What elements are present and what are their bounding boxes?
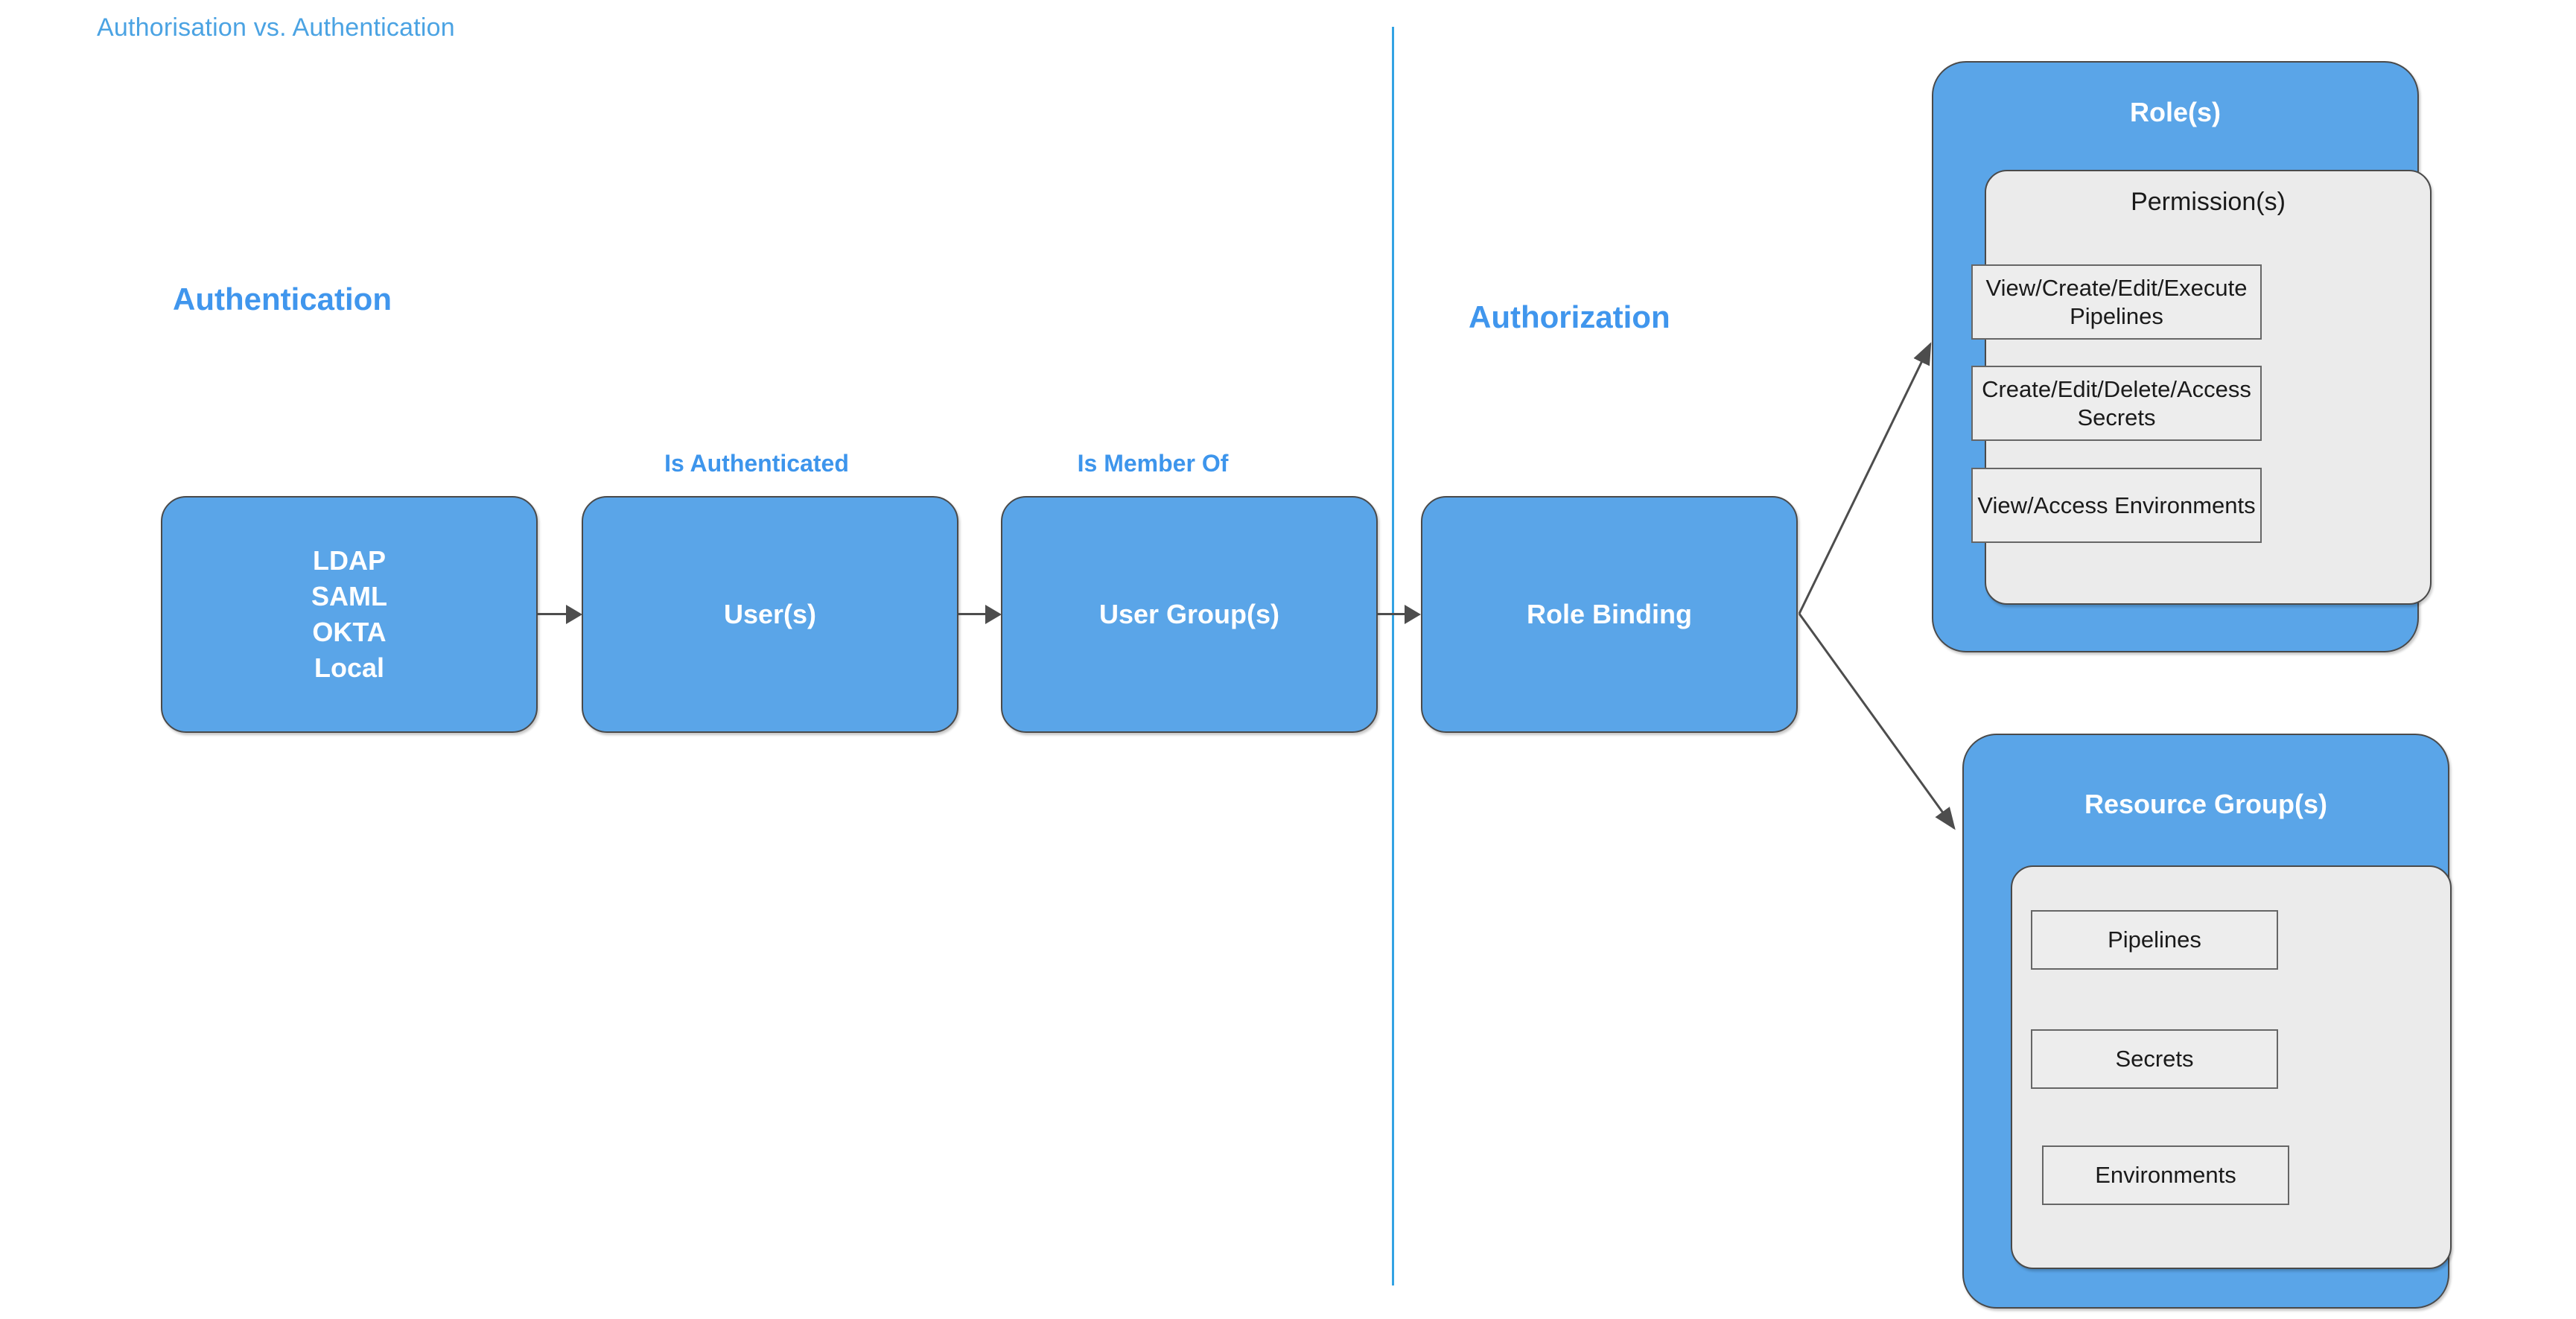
arrow-to-roles [1798, 342, 1932, 614]
identity-provider-list: LDAP SAML OKTA Local [311, 543, 387, 686]
section-heading-authorization: Authorization [1469, 299, 1670, 334]
panel-roles-title: Role(s) [2129, 97, 2221, 127]
caption-is-authenticated: Is Authenticated [664, 450, 849, 477]
node-role-binding[interactable]: Role Binding [1421, 496, 1798, 733]
permission-item[interactable]: View/Access Environments [1971, 468, 2262, 543]
panel-resource-groups-title: Resource Group(s) [2084, 789, 2328, 819]
resource-item[interactable]: Secrets [2031, 1029, 2278, 1089]
connector-idp-to-users [538, 613, 567, 615]
identity-provider-item: OKTA [312, 617, 387, 647]
panel-permissions-heading: Permission(s) [2131, 188, 2286, 216]
node-user-groups[interactable]: User Group(s) [1001, 496, 1378, 733]
identity-provider-item: LDAP [313, 545, 386, 576]
resource-item[interactable]: Environments [2042, 1145, 2289, 1205]
arrow-head-icon [566, 605, 582, 624]
node-users-label: User(s) [723, 599, 817, 630]
connector-users-to-user-groups [958, 613, 987, 615]
arrow-head-icon [1405, 605, 1421, 624]
section-divider-line [1392, 27, 1394, 1285]
node-users[interactable]: User(s) [582, 496, 958, 733]
permission-item[interactable]: View/Create/Edit/Execute Pipelines [1971, 264, 2262, 340]
identity-provider-item: SAML [311, 581, 387, 612]
permission-item[interactable]: Create/Edit/Delete/Access Secrets [1971, 366, 2262, 441]
section-heading-authentication: Authentication [173, 282, 392, 317]
connector-user-groups-to-role-binding [1378, 613, 1406, 615]
caption-is-member-of: Is Member Of [1077, 450, 1229, 477]
page-title: Authorisation vs. Authentication [97, 13, 455, 42]
arrow-to-resource-groups [1798, 613, 1956, 830]
node-user-groups-label: User Group(s) [1098, 599, 1280, 630]
arrow-head-icon [985, 605, 1002, 624]
resource-item[interactable]: Pipelines [2031, 910, 2278, 970]
node-role-binding-label: Role Binding [1527, 599, 1692, 630]
node-identity-providers[interactable]: LDAP SAML OKTA Local [161, 496, 538, 733]
identity-provider-item: Local [314, 652, 385, 683]
